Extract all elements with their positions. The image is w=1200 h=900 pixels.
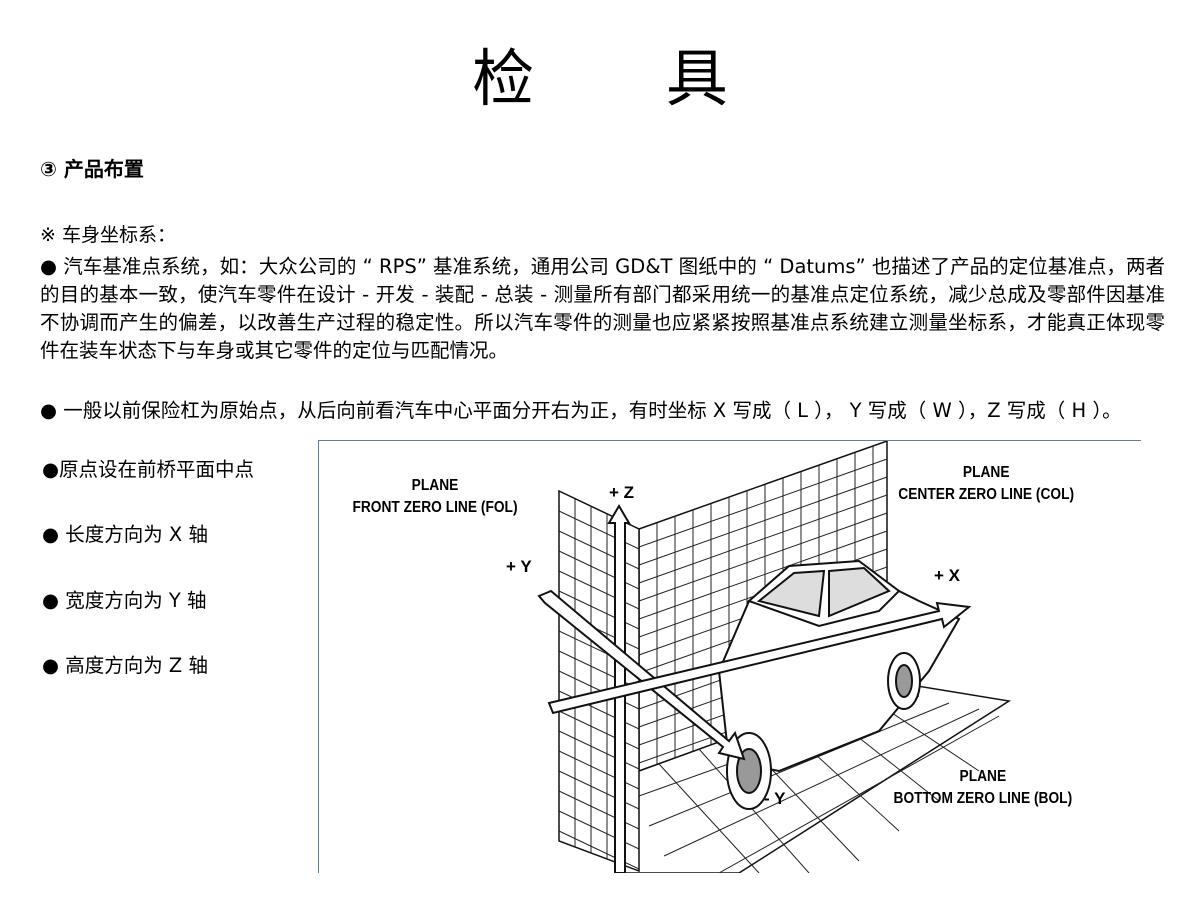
bullet-y-axis: ● 宽度方向为 Y 轴: [42, 589, 207, 612]
x-axis-arrow: [547, 601, 972, 715]
bullet-origin: ●原点设在前桥平面中点: [42, 458, 255, 481]
bol-label-line-2: BOTTOM ZERO LINE (BOL): [893, 790, 1073, 807]
page-title: 检 具: [472, 42, 784, 115]
col-label-line-1: PLANE: [962, 464, 1010, 481]
plus-x-label: + X: [934, 566, 960, 585]
bol-label-line-1: PLANE: [959, 768, 1007, 785]
col-label: PLANE CENTER ZERO LINE (COL): [898, 462, 1074, 506]
fol-label-line-1: PLANE: [411, 477, 459, 494]
y-axis-arrow: [537, 589, 746, 761]
subheading-coordinate-system: ※ 车身坐标系：: [40, 224, 176, 246]
plus-z-label: + Z: [609, 483, 635, 502]
front-plane-grid: [558, 489, 640, 873]
col-label-line-2: CENTER ZERO LINE (COL): [898, 486, 1075, 503]
bullet-x-axis: ● 长度方向为 X 轴: [42, 523, 208, 546]
paragraph-origin-convention: ● 一般以前保险杠为原始点，从后向前看汽车中心平面分开右为正，有时坐标 X 写成…: [40, 399, 1122, 422]
bullet-z-axis: ● 高度方向为 Z 轴: [42, 654, 208, 677]
minus-y-label: - Y: [764, 789, 786, 808]
plus-y-label: + Y: [506, 557, 532, 576]
bol-label: PLANE BOTTOM ZERO LINE (BOL): [894, 766, 1073, 810]
section-heading: ③ 产品布置: [40, 157, 144, 181]
fol-label-line-2: FRONT ZERO LINE (FOL): [352, 499, 518, 516]
vehicle-coordinate-diagram: PLANE FRONT ZERO LINE (FOL) PLANE CENTER…: [318, 440, 1141, 873]
diagram-drawing: [537, 441, 1012, 873]
paragraph-reference-point-system: ● 汽车基准点系统，如：大众公司的 “ RPS” 基准系统，通用公司 GD&T …: [40, 255, 1165, 362]
fol-label: PLANE FRONT ZERO LINE (FOL): [352, 475, 517, 519]
